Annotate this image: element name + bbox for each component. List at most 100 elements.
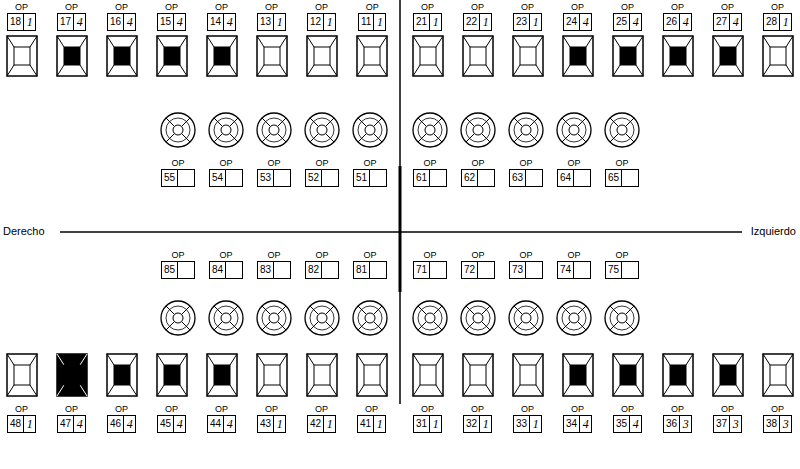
tooth-surface-line: [663, 65, 670, 76]
tooth-surface-line: [486, 36, 493, 47]
tooth-surface-line: [358, 134, 366, 142]
empty-cell: [321, 170, 338, 186]
tooth-number: 81: [354, 262, 369, 278]
number-cell-box: 274: [713, 13, 742, 31]
tooth-occlusal-face: [114, 365, 130, 385]
tooth-outline: [463, 36, 493, 76]
tooth-outline-circle: [305, 301, 339, 335]
empty-cell: [429, 262, 446, 278]
empty-cell: [477, 262, 494, 278]
observation-label: OP: [424, 250, 437, 260]
permanent-tooth-symbol: [763, 36, 793, 76]
tooth-occlusal-face: [214, 365, 230, 385]
deciduous-tooth-symbol: [161, 301, 195, 335]
tooth-surface-line: [482, 322, 490, 330]
tooth-outline: [513, 36, 543, 76]
tooth-surface-line: [307, 385, 314, 396]
permanent-tooth-symbol: [307, 354, 337, 396]
tooth-outline-circle: [413, 301, 447, 335]
number-cell-box: 354: [613, 415, 642, 433]
tooth-surface-line: [486, 354, 493, 365]
tooth-code: 1: [273, 416, 285, 432]
tooth-surface-line: [257, 354, 264, 365]
tooth-center: [365, 313, 375, 323]
tooth-surface-line: [463, 354, 470, 365]
observation-label: OP: [115, 404, 128, 414]
empty-cell: [525, 262, 542, 278]
observation-label: OP: [771, 404, 784, 414]
number-cell-box: 231: [513, 13, 542, 31]
tooth-surface-line: [563, 36, 570, 47]
tooth-surface-line: [613, 354, 620, 365]
observation-label: OP: [472, 250, 485, 260]
number-cell-box: 431: [257, 415, 286, 433]
deciduous-tooth-symbol: [305, 113, 339, 147]
tooth-ring: [358, 118, 382, 142]
empty-cell: [477, 170, 494, 186]
tooth-surface-line: [626, 134, 634, 142]
permanent-tooth-symbol: [307, 36, 337, 76]
tooth-outline-circle: [605, 301, 639, 335]
tooth-outline: [663, 354, 693, 396]
observation-label: OP: [364, 250, 377, 260]
tooth-surface-line: [357, 354, 364, 365]
tooth-surface-line: [418, 306, 426, 314]
tooth-number: 25: [614, 14, 629, 30]
empty-cell: [573, 170, 590, 186]
tooth-outline: [463, 354, 493, 396]
tooth-surface-line: [578, 118, 586, 126]
observation-label: OP: [165, 2, 178, 12]
tooth-surface-line: [786, 354, 793, 365]
tooth-number: 42: [308, 416, 323, 432]
tooth-outline-circle: [305, 113, 339, 147]
empty-cell: [225, 262, 242, 278]
permanent-tooth-box: OP274: [713, 2, 742, 31]
tooth-ring: [418, 118, 442, 142]
tooth-surface-line: [482, 118, 490, 126]
deciduous-tooth-box: OP83: [257, 250, 291, 279]
deciduous-tooth-symbol: [605, 301, 639, 335]
tooth-occlusal-face: [364, 365, 380, 385]
permanent-tooth-symbol: [463, 36, 493, 76]
deciduous-tooth-box: OP64: [557, 158, 591, 187]
number-cell-box: 174: [57, 13, 86, 31]
observation-label: OP: [421, 2, 434, 12]
tooth-surface-line: [530, 118, 538, 126]
tooth-outline-circle: [557, 301, 591, 335]
permanent-tooth-box: OP131: [257, 2, 286, 31]
tooth-occlusal-face: [420, 365, 436, 385]
tooth-surface-line: [536, 354, 543, 365]
tooth-surface-line: [7, 385, 14, 396]
deciduous-tooth-symbol: [461, 113, 495, 147]
number-cell-box: 81: [353, 261, 387, 279]
observation-label: OP: [165, 404, 178, 414]
tooth-surface-line: [713, 385, 720, 396]
tooth-surface-line: [713, 36, 720, 47]
observation-label: OP: [721, 2, 734, 12]
tooth-surface-line: [514, 134, 522, 142]
tooth-code: 4: [223, 14, 235, 30]
tooth-surface-line: [613, 65, 620, 76]
tooth-surface-line: [180, 354, 187, 365]
tooth-number: 83: [258, 262, 273, 278]
tooth-occlusal-face: [14, 365, 30, 385]
tooth-number: 82: [306, 262, 321, 278]
observation-label: OP: [424, 158, 437, 168]
tooth-number: 48: [8, 416, 23, 432]
tooth-surface-line: [513, 385, 520, 396]
observation-label: OP: [520, 158, 533, 168]
tooth-outline-circle: [461, 113, 495, 147]
observation-label: OP: [366, 2, 379, 12]
tooth-outline: [207, 354, 237, 396]
empty-cell: [273, 170, 290, 186]
observation-label: OP: [616, 250, 629, 260]
tooth-center: [617, 313, 627, 323]
tooth-occlusal-face: [114, 47, 130, 65]
tooth-surface-line: [434, 306, 442, 314]
tooth-number: 13: [258, 14, 273, 30]
permanent-tooth-symbol: [357, 354, 387, 396]
tooth-surface-line: [80, 385, 87, 396]
permanent-tooth-symbol: [57, 36, 87, 76]
number-cell-box: 74: [557, 261, 591, 279]
permanent-tooth-box: OP321: [463, 404, 492, 433]
